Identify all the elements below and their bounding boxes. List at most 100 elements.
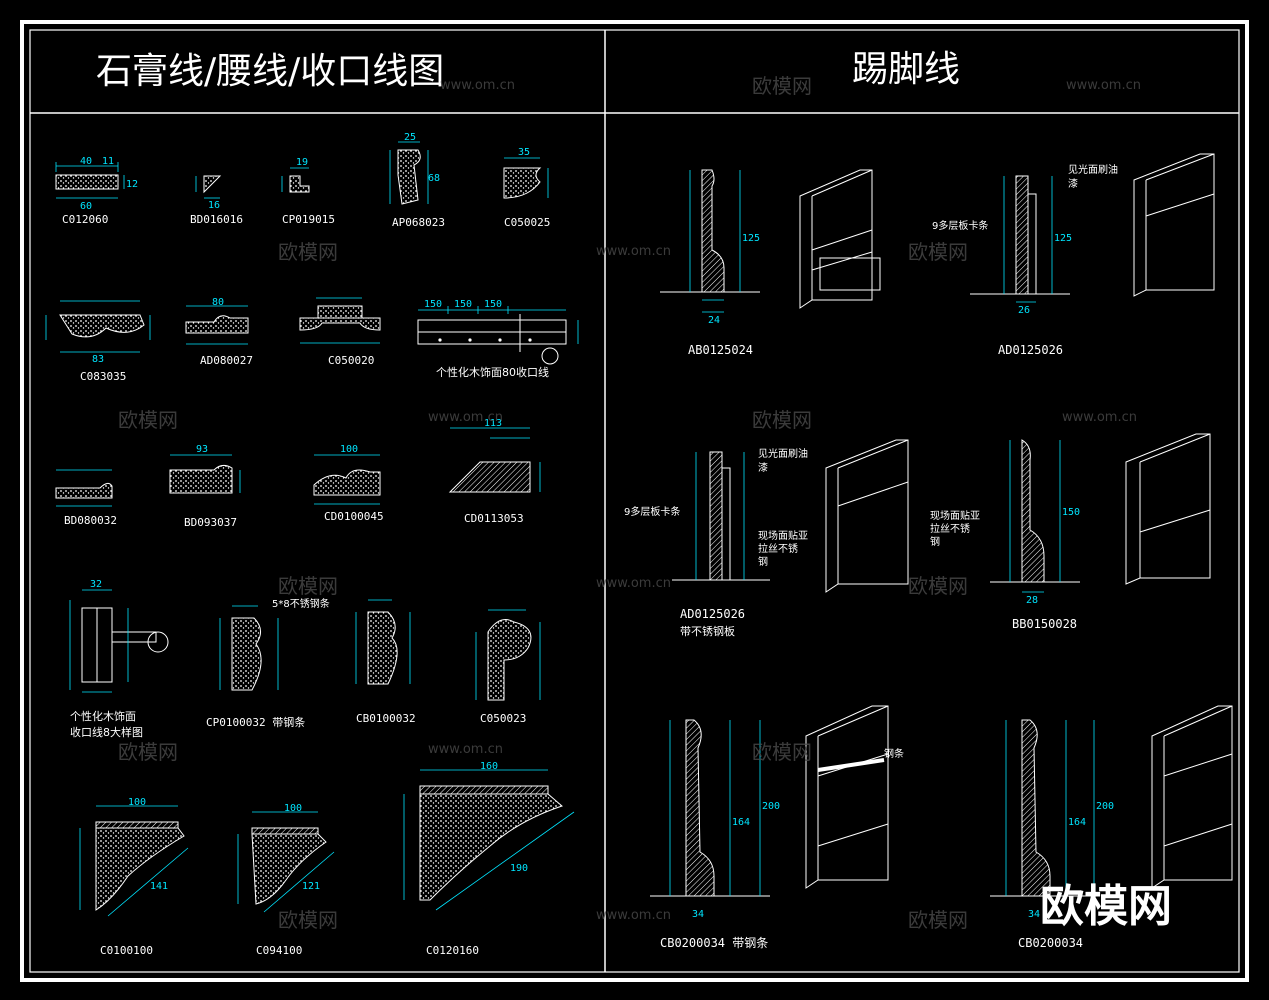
skirting-cb0200034-right xyxy=(990,705,1233,897)
label-c0120160: C0120160 xyxy=(426,944,479,957)
dim-text: 164 xyxy=(732,817,751,828)
profile-cd0113053 xyxy=(448,427,541,493)
profile-bd080032 xyxy=(55,469,113,507)
dim-text: 19 xyxy=(296,157,309,168)
label-bd016016: BD016016 xyxy=(190,213,243,226)
dim-text: 200 xyxy=(1096,801,1115,812)
label-fanmian-big-2: 收口线8大样图 xyxy=(70,726,143,739)
profile-c050020 xyxy=(299,297,381,344)
dim-text: 40 xyxy=(80,156,93,167)
label-c0100100: C0100100 xyxy=(100,944,153,957)
title-left: 石膏线/腰线/收口线图 xyxy=(96,51,445,92)
label-fanmian80: 个性化木饰面80收口线 xyxy=(436,366,549,379)
skirting-cb0200034-left xyxy=(650,705,889,897)
label-c050020: C050020 xyxy=(328,354,375,367)
watermark-url: www.om.cn xyxy=(428,742,503,757)
dim-text: 16 xyxy=(208,200,221,211)
profile-c0120160 xyxy=(403,769,575,911)
dim-text: 164 xyxy=(1068,817,1087,828)
label-c050025: C050025 xyxy=(504,216,551,229)
profile-ap068023 xyxy=(389,141,429,205)
profile-c050025 xyxy=(503,157,549,199)
profile-cp019015 xyxy=(281,167,310,193)
profile-c012060 xyxy=(55,162,125,199)
label-bd080032: BD080032 xyxy=(64,514,117,527)
profile-cd0100045 xyxy=(313,454,381,505)
watermark-url: www.om.cn xyxy=(428,410,503,425)
dim-text: 100 xyxy=(284,803,303,814)
dim-text: 26 xyxy=(1018,305,1031,316)
watermark-brand: 欧模网 xyxy=(752,408,812,432)
dim-text: 100 xyxy=(340,444,359,455)
watermark-brand: 欧模网 xyxy=(908,574,968,598)
dim-text: 80 xyxy=(212,297,225,308)
profile-cp0100032 xyxy=(219,605,279,691)
label-ab0125024: AB0125024 xyxy=(688,343,754,357)
dim-text: 12 xyxy=(126,179,139,190)
dim-text: 113 xyxy=(484,418,503,429)
dim-text: 150 xyxy=(484,299,503,310)
dim-text: 68 xyxy=(428,173,441,184)
profile-bd016016 xyxy=(195,175,222,199)
watermark-brand-large: 欧模网 xyxy=(1040,881,1172,932)
note-jianguang-top-1: 见光面刷油 xyxy=(1068,165,1118,176)
watermark-brand: 欧模网 xyxy=(118,408,178,432)
note-xianchang-mid-3: 钢 xyxy=(758,557,768,568)
dim-text: 150 xyxy=(1062,507,1081,518)
dim-text: 150 xyxy=(424,299,443,310)
profile-fanmian80 xyxy=(417,306,579,365)
watermark-brand: 欧模网 xyxy=(278,574,338,598)
dim-text: 34 xyxy=(692,909,705,920)
watermark-url: www.om.cn xyxy=(1066,78,1141,93)
label-c012060: C012060 xyxy=(62,213,109,226)
note-jianguang-top-2: 漆 xyxy=(1068,179,1078,190)
watermark-brand: 欧模网 xyxy=(278,908,338,932)
label-ad080027: AD080027 xyxy=(200,354,253,367)
note-jianguang-mid-1: 见光面刷油 xyxy=(758,449,808,460)
dim-text: 28 xyxy=(1026,595,1039,606)
label-cb0200034-right: CB0200034 xyxy=(1018,936,1084,950)
skirting-ab0125024 xyxy=(660,169,881,313)
skirting-bb0150028 xyxy=(990,433,1211,593)
drawing-frame xyxy=(20,20,1249,982)
label-ad0125026-top: AD0125026 xyxy=(998,343,1064,357)
note-gangtiao-right: 钢条 xyxy=(884,749,904,760)
watermark-url: www.om.cn xyxy=(596,244,671,259)
profile-c083035 xyxy=(45,300,151,353)
dim-text: 121 xyxy=(302,881,321,892)
skirting-ad0125026-top xyxy=(970,153,1215,303)
title-right: 踢脚线 xyxy=(852,49,961,90)
label-cp0100032: CP0100032 带钢条 xyxy=(206,716,306,729)
note-xianchang-right-1: 现场面贴亚 xyxy=(930,511,980,522)
note-jiuceng-mid: 9多层板卡条 xyxy=(624,507,681,518)
dim-text: 34 xyxy=(1028,909,1041,920)
watermark-url: www.om.cn xyxy=(1062,410,1137,425)
note-xianchang-mid-1: 现场面贴亚 xyxy=(758,531,808,542)
dim-text: 150 xyxy=(454,299,473,310)
profile-c050023 xyxy=(475,609,541,701)
skirting-ad0125026-mid xyxy=(672,439,909,593)
note-xianchang-right-3: 钢 xyxy=(930,537,940,548)
note-xianchang-right-2: 拉丝不锈 xyxy=(930,524,970,535)
profile-cb0100032 xyxy=(355,599,411,685)
dim-text: 32 xyxy=(90,579,103,590)
dim-text: 11 xyxy=(102,156,115,167)
note-xianchang-mid-2: 拉丝不锈 xyxy=(758,544,798,555)
note-jianguang-mid-2: 漆 xyxy=(758,463,768,474)
label-cd0113053: CD0113053 xyxy=(464,512,524,525)
profile-ad080027 xyxy=(185,305,249,345)
label-bb0150028: BB0150028 xyxy=(1012,617,1078,631)
label-bd093037: BD093037 xyxy=(184,516,237,529)
profile-c0100100 xyxy=(79,805,189,917)
dim-text: 100 xyxy=(128,797,147,808)
label-c083035: C083035 xyxy=(80,370,127,383)
watermark-brand: 欧模网 xyxy=(278,240,338,264)
dim-text: 160 xyxy=(480,761,499,772)
dim-text: 200 xyxy=(762,801,781,812)
label-ad0125026-sub: 带不锈钢板 xyxy=(680,625,735,638)
label-cb0200034-left: CB0200034 带钢条 xyxy=(660,936,769,950)
dim-text: 60 xyxy=(80,201,93,212)
watermark-brand: 欧模网 xyxy=(908,908,968,932)
watermark-url: www.om.cn xyxy=(596,908,671,923)
